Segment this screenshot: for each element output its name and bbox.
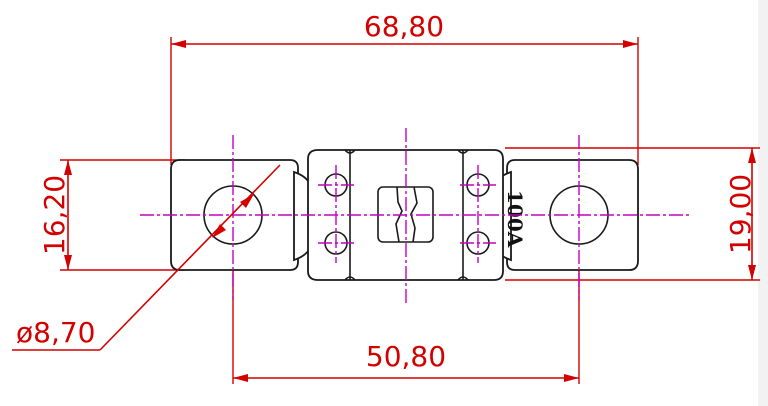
fuse-element <box>395 186 418 243</box>
frame-edge <box>758 0 768 406</box>
dimension-terminal-width <box>64 160 72 270</box>
rating-label: 100A <box>503 190 527 248</box>
dimension-text-hole-diameter: ø8,70 <box>16 316 95 349</box>
dimension-overall-length <box>171 40 638 48</box>
dimension-overall-height <box>748 148 756 280</box>
dimension-hole-spacing <box>233 374 579 382</box>
center-lines <box>140 128 690 305</box>
dimension-text-overall-length: 68,80 <box>364 10 444 43</box>
dimension-text-hole-spacing: 50,80 <box>366 340 446 373</box>
dimension-text-terminal-width: 16,20 <box>38 175 71 255</box>
dimension-text-overall-height: 19,00 <box>724 174 757 254</box>
dimension-hole-diameter <box>12 164 281 351</box>
